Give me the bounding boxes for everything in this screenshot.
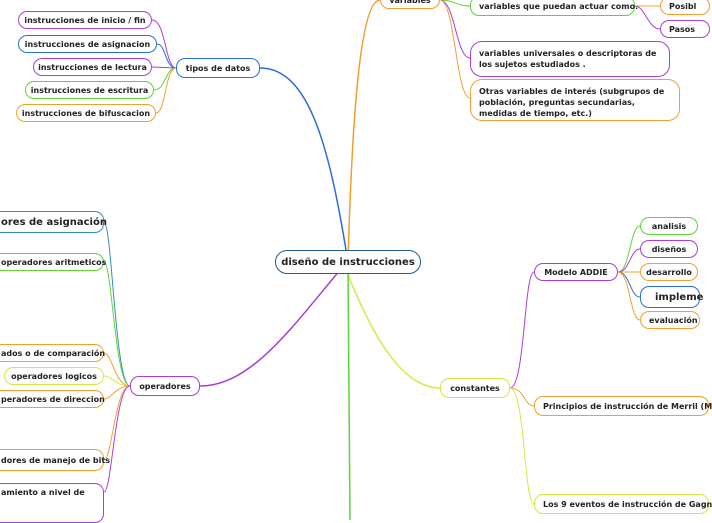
link-op-2: [103, 261, 131, 387]
subtopic-operadores-nivel[interactable]: amiento a nivel de: [0, 483, 104, 523]
link-op-6: [103, 385, 131, 461]
subtopic-otras-variables[interactable]: Otras variables de interés (subgrupos de…: [470, 79, 680, 121]
link-const-3: [509, 387, 535, 505]
link-var-3: [439, 0, 471, 99]
subtopic-posibl[interactable]: Posibl: [660, 0, 710, 15]
topic-tipos-de-datos[interactable]: tipos de datos: [176, 58, 260, 78]
link-tipos-2: [156, 43, 177, 69]
subtopic-instrucciones-asignacion[interactable]: instrucciones de asignacion: [18, 35, 157, 53]
link-center-variables: [347, 0, 381, 263]
subtopic-principios-merril[interactable]: Principios de instrucción de Merril (M: [534, 396, 712, 416]
subtopic-evaluacion[interactable]: evaluación: [640, 311, 700, 329]
link-op-7: [103, 385, 131, 493]
subtopic-eventos-gagne[interactable]: Los 9 eventos de instrucción de Gagn: [534, 494, 712, 514]
link-addie-2: [617, 248, 641, 273]
link-addie-1: [617, 225, 641, 273]
link-center-constantes: [345, 269, 441, 389]
subtopic-instrucciones-bifuscacion[interactable]: instrucciones de bifuscacion: [16, 104, 156, 122]
subtopic-operadores-bits[interactable]: dores de manejo de bits: [0, 449, 110, 471]
link-const-1: [509, 271, 535, 389]
subtopic-desarrollo[interactable]: desarrollo: [640, 263, 698, 281]
link-center-tipos: [259, 67, 349, 263]
topic-constantes[interactable]: constantes: [440, 378, 510, 398]
link-center-bottom: [347, 269, 351, 521]
subtopic-pasos[interactable]: Pasos: [660, 20, 710, 38]
subtopic-instrucciones-lectura[interactable]: instrucciones de lectura: [33, 58, 152, 76]
link-op-1: [103, 221, 131, 387]
link-const-2: [509, 387, 535, 407]
subtopic-implementacion[interactable]: impleme: [640, 286, 703, 308]
link-tipos-5: [155, 67, 177, 114]
link-var-sub2: [634, 5, 661, 30]
subtopic-operadores-logicos[interactable]: operadores logicos: [4, 367, 104, 385]
link-addie-5: [617, 271, 641, 321]
subtopic-operadores-comparacion[interactable]: ados o de comparación: [0, 344, 105, 362]
topic-variables[interactable]: variables: [380, 0, 440, 9]
subtopic-operadores-direccion[interactable]: peradores de direccion: [0, 390, 105, 408]
subtopic-modelo-addie[interactable]: Modelo ADDIE: [534, 263, 618, 281]
subtopic-operadores-asignacion[interactable]: ores de asignación: [0, 211, 107, 233]
subtopic-instrucciones-inicio-fin[interactable]: instrucciones de inicio / fin: [18, 11, 152, 29]
subtopic-analisis[interactable]: analisis: [640, 217, 698, 235]
link-op-3: [103, 352, 131, 387]
link-center-operadores: [199, 269, 341, 387]
link-tipos-1: [151, 19, 177, 69]
subtopic-disenos[interactable]: diseños: [640, 240, 698, 258]
central-topic[interactable]: diseño de instrucciones: [275, 250, 421, 274]
link-op-5: [103, 385, 131, 400]
subtopic-variables-universales[interactable]: variables universales o descriptoras de …: [470, 41, 670, 77]
topic-operadores[interactable]: operadores: [130, 376, 200, 396]
connector-lines: [103, 0, 661, 521]
subtopic-instrucciones-escritura[interactable]: instrucciones de escritura: [25, 81, 154, 99]
subtopic-variables-actuar[interactable]: variables que puedan actuar como.: [470, 0, 638, 16]
link-var-2: [439, 0, 471, 59]
link-tipos-3: [151, 66, 177, 69]
link-tipos-4: [153, 67, 177, 91]
subtopic-operadores-aritmeticos[interactable]: operadores aritmeticos: [0, 253, 106, 271]
link-op-4: [103, 375, 131, 387]
link-var-1: [439, 0, 471, 7]
